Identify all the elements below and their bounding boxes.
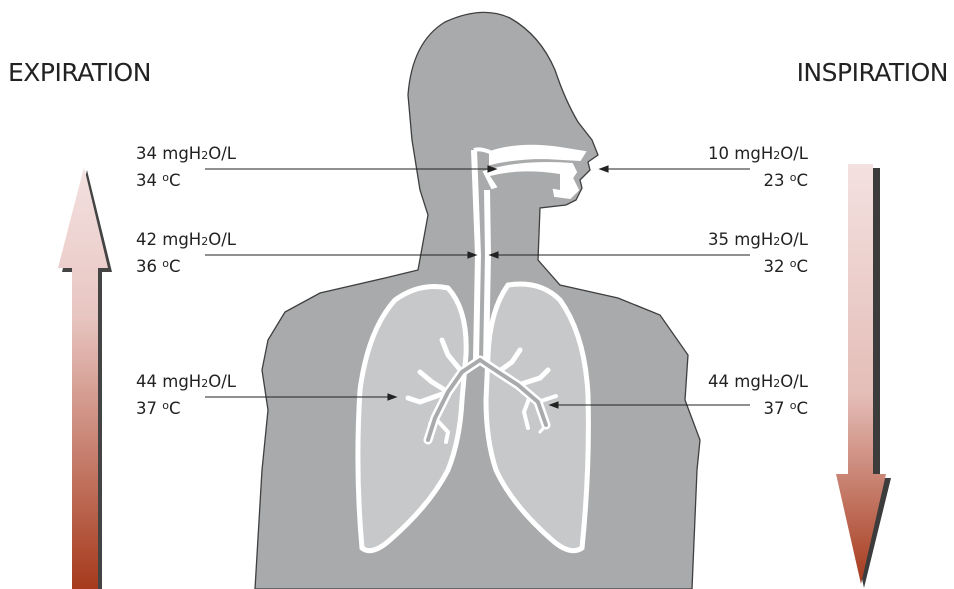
inspiration-arrow bbox=[836, 164, 891, 588]
inspiration-label-upper-airway: 10 mgH2O/L 23 oC bbox=[708, 143, 808, 192]
expiration-label-lungs: 44 mgH2O/L 37 oC bbox=[136, 371, 236, 420]
humidity-value: 34 mgH2O/L bbox=[136, 143, 236, 167]
temperature-value: 34 oC bbox=[136, 167, 236, 192]
temperature-value: 32 oC bbox=[708, 253, 808, 278]
humidity-value: 42 mgH2O/L bbox=[136, 229, 236, 253]
expiration-label-trachea: 42 mgH2O/L 36 oC bbox=[136, 229, 236, 278]
expiration-arrow bbox=[58, 167, 112, 589]
inspiration-label-lungs: 44 mgH2O/L 37 oC bbox=[708, 371, 808, 420]
inspiration-label-trachea: 35 mgH2O/L 32 oC bbox=[708, 229, 808, 278]
expiration-heading: EXPIRATION bbox=[8, 58, 151, 87]
temperature-value: 37 oC bbox=[136, 395, 236, 420]
humidity-value: 10 mgH2O/L bbox=[708, 143, 808, 167]
temperature-value: 36 oC bbox=[136, 253, 236, 278]
inspiration-heading: INSPIRATION bbox=[797, 58, 948, 87]
humidity-value: 35 mgH2O/L bbox=[708, 229, 808, 253]
humidity-value: 44 mgH2O/L bbox=[136, 371, 236, 395]
temperature-value: 23 oC bbox=[708, 167, 808, 192]
temperature-value: 37 oC bbox=[708, 395, 808, 420]
expiration-label-upper-airway: 34 mgH2O/L 34 oC bbox=[136, 143, 236, 192]
humidity-value: 44 mgH2O/L bbox=[708, 371, 808, 395]
